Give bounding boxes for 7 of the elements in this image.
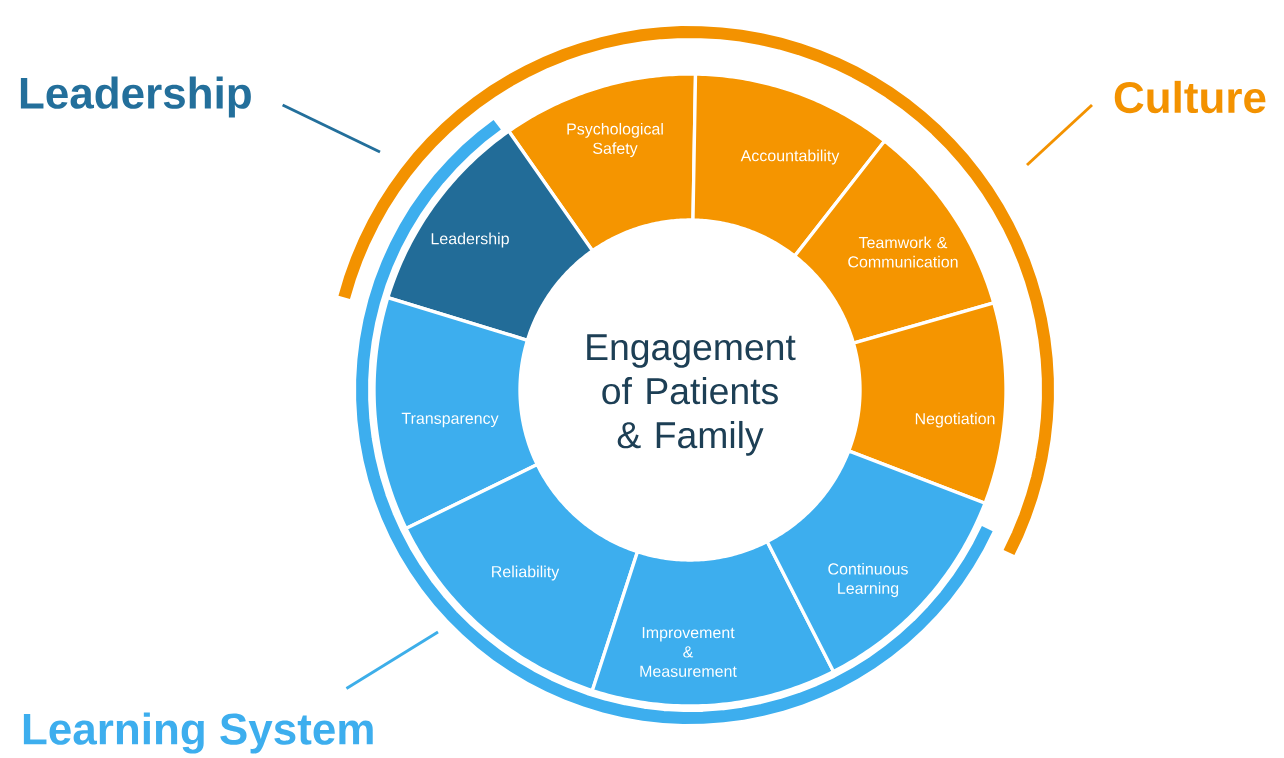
- group-label: Learning System: [23, 712, 373, 754]
- group-label: Culture: [1114, 80, 1266, 114]
- group-label: Leadership: [20, 76, 251, 118]
- leader-line: [345, 630, 439, 690]
- leader-line: [281, 103, 381, 154]
- puzzle-piece: Reliability: [403, 462, 640, 693]
- leader-line: [1026, 103, 1093, 167]
